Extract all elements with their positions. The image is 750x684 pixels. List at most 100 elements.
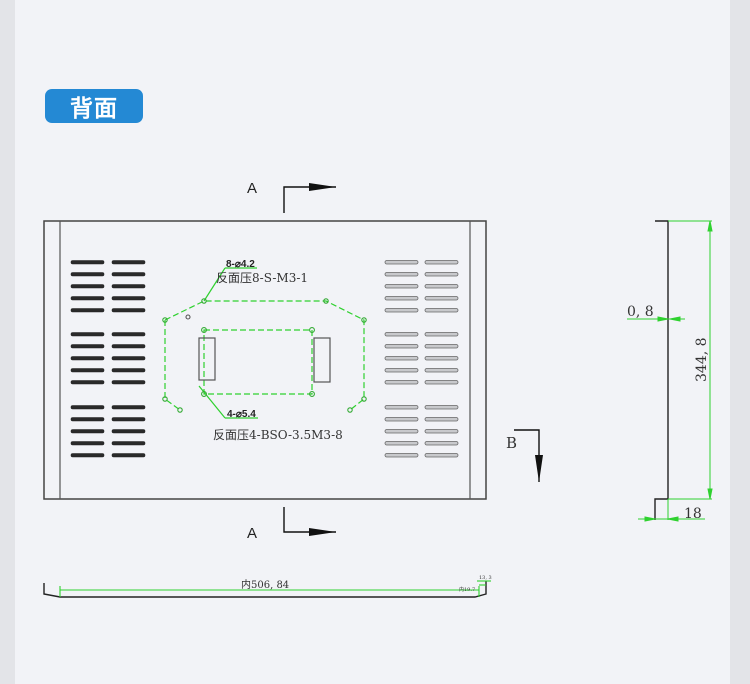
vent-slot [424,296,459,301]
dim-arrow [707,488,713,500]
hole [323,298,329,304]
section-marker-b: B [506,429,543,482]
hole [177,407,183,413]
inner-hole-rect [203,329,313,395]
outer-hole-path [164,300,365,411]
vent-slot [70,380,105,385]
hole [347,407,353,413]
mounting-pattern [164,267,365,419]
vent-slot [70,284,105,289]
vent-slot [111,417,146,422]
vent-slot [384,453,419,458]
hole-note-1: 反面压8-S-M3-1 [216,271,308,285]
dim-arrow [657,316,669,322]
vent-slot [424,380,459,385]
dim-arrow [669,316,681,322]
panel-outline [43,220,487,500]
vent-slot [70,405,105,410]
vent-slot [111,429,146,434]
hole [201,391,207,397]
section-label-a-top: A [247,180,257,197]
bottom-profile [43,581,487,598]
hole [361,317,367,323]
dim-lip: 13, 3 [479,575,492,581]
vent-slot [384,380,419,385]
vent-slot [424,272,459,277]
vent-slots-left [70,260,146,458]
vent-slot [384,260,419,265]
cutout-right [313,337,331,383]
vent-slots-right [384,260,459,458]
vent-slot [424,441,459,446]
section-label-b: B [506,434,517,452]
vent-slot [70,356,105,361]
hole-note-2: 反面压4-BSO-3.5M3-8 [213,428,343,442]
bottom-view: 内506, 84 内19.7 13, 3 [43,575,492,598]
hole [361,396,367,402]
vent-slot [70,441,105,446]
vent-slot [70,332,105,337]
vent-slot [384,284,419,289]
dim-arrow [667,516,679,522]
vent-slot [424,453,459,458]
vent-slot [111,453,146,458]
dim-flange: 18 [684,506,702,522]
vent-slot [111,368,146,373]
front-panel [43,220,487,500]
vent-slot [424,260,459,265]
vent-slot [111,272,146,277]
section-label-a-bottom: A [247,525,257,542]
vent-slot [384,296,419,301]
vent-slot [424,284,459,289]
vent-slot [384,405,419,410]
vent-slot [424,356,459,361]
side-view: 0, 8 344, 8 18 [627,220,713,522]
hole [309,391,315,397]
dim-arrow [707,220,713,232]
vent-slot [70,296,105,301]
vent-slot [70,368,105,373]
vent-slot [70,429,105,434]
vent-slot [111,356,146,361]
vent-slot [424,344,459,349]
vent-slot [424,332,459,337]
vent-slot [111,405,146,410]
dim-arrow [644,516,656,522]
hole [162,317,168,323]
vent-slot [384,344,419,349]
vent-slot [384,356,419,361]
vent-slot [424,429,459,434]
arrow-right-icon [309,183,336,191]
hole-callout-2: 4-⌀5.4 [227,409,256,420]
vent-slot [424,368,459,373]
vent-slot [424,417,459,422]
section-marker-a-top: A [247,180,336,213]
hole [201,298,207,304]
vent-slot [424,405,459,410]
outer-hole-path-left [164,320,181,411]
section-marker-a-bottom: A [247,507,336,542]
vent-slot [70,308,105,313]
hole [162,396,168,402]
dim-height: 344, 8 [694,337,710,382]
hole [185,314,191,320]
vent-slot [424,308,459,313]
arrow-right-icon [309,528,336,536]
badge-label: 背面 [70,96,118,122]
vent-slot [384,429,419,434]
vent-slot [70,272,105,277]
vent-slot [111,344,146,349]
section-arrow-line [283,186,336,213]
vent-slot [384,368,419,373]
vent-slot [70,344,105,349]
vent-slot [111,260,146,265]
vent-slot [384,417,419,422]
hole-callout-1: 8-⌀4.2 [226,259,255,270]
vent-slot [384,272,419,277]
vent-slot [111,296,146,301]
vent-slot [111,308,146,313]
vent-slot [111,332,146,337]
vent-slot [70,260,105,265]
vent-slot [70,453,105,458]
